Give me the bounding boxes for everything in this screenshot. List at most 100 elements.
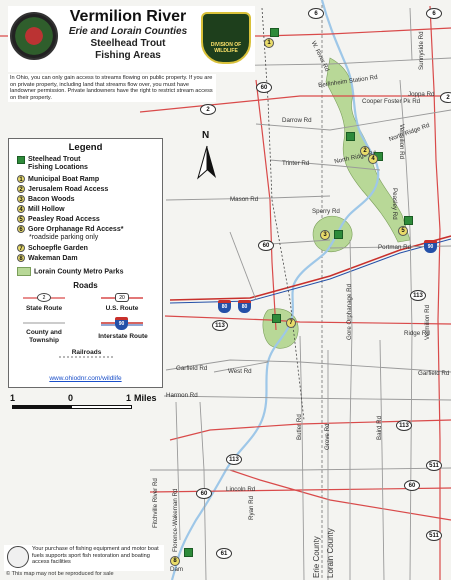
route-shield: 113	[396, 420, 412, 431]
route-shield: 113	[226, 454, 242, 465]
title-panel: Vermilion River Erie and Lorain Counties…	[8, 6, 255, 72]
road-label: Sunnyside Rd	[418, 31, 425, 70]
site-label: Jerusalem Road Access	[28, 185, 109, 193]
legend-site-symbol: Steelhead Trout	[17, 156, 81, 164]
state-route-shield-icon: 2	[37, 293, 51, 302]
site-number: 6	[17, 225, 25, 233]
map-title: Vermilion River	[69, 8, 187, 25]
road-label: Gore Orphanage Rd	[346, 283, 353, 340]
site-label: Gore Orphanage Rd Access*	[28, 225, 124, 233]
disclaimer-text: This map may not be reproduced for sale	[11, 571, 114, 577]
site-number-marker[interactable]: 5	[398, 226, 408, 236]
route-shield: 2	[200, 104, 216, 115]
fish-restoration-logo-icon	[7, 546, 29, 568]
county-label: Erie County	[312, 536, 321, 578]
us-route-shield-icon: 20	[115, 293, 129, 302]
site-label: Wakeman Dam	[28, 254, 78, 262]
access-note: In Ohio, you can only gain access to str…	[8, 74, 216, 103]
road-label: Garfield Rd	[176, 365, 208, 372]
scale-left: 1	[10, 393, 16, 403]
site-number-marker[interactable]: 8	[170, 556, 180, 566]
site-number: 8	[17, 254, 25, 262]
road-label: Grove Rd	[324, 423, 331, 450]
site-number: 4	[17, 205, 25, 213]
legend-railroads: Railroads	[71, 349, 102, 356]
road-label: Garfield Rd	[418, 370, 450, 377]
legend-site-6-note: *roadside parking only	[29, 234, 99, 241]
map-species: Steelhead Trout	[90, 38, 166, 49]
site-number: 7	[17, 244, 25, 252]
site-marker-icon	[17, 156, 25, 164]
scale-graphic	[12, 405, 132, 409]
legend-site-label-1: Steelhead Trout	[28, 156, 81, 163]
site-number: 3	[17, 195, 25, 203]
map-subject: Fishing Areas	[95, 50, 161, 61]
fishing-site-marker[interactable]	[334, 230, 343, 239]
route-shield: 113	[212, 320, 228, 331]
fishing-site-marker[interactable]	[270, 28, 279, 37]
fishing-site-marker[interactable]	[184, 548, 193, 557]
site-number-marker[interactable]: 2	[360, 146, 370, 156]
route-shield: 60	[256, 82, 272, 93]
fishing-site-marker[interactable]	[272, 314, 281, 323]
route-shield: 61	[216, 548, 232, 559]
site-number-marker[interactable]: 4	[368, 154, 378, 164]
route-shield: 60	[196, 488, 212, 499]
interstate-shield: 90	[424, 240, 437, 253]
wildlife-website-link[interactable]: www.ohiodnr.com/wildlife	[49, 375, 122, 382]
footer-note: Your purchase of fishing equipment and m…	[4, 545, 164, 571]
site-label: Mill Hollow	[28, 205, 65, 213]
legend-state-route: State Route	[25, 305, 63, 312]
scale-right: 1	[126, 393, 132, 403]
road-label: West Rd	[228, 368, 252, 375]
site-number-marker[interactable]: 1	[264, 38, 274, 48]
road-label: Portman Rd	[378, 244, 412, 251]
state-seal-icon	[10, 12, 58, 60]
road-label: Mason Rd	[230, 196, 259, 203]
road-label: Baird Rd	[376, 415, 383, 440]
site-label: Municipal Boat Ramp	[28, 175, 100, 183]
site-number: 2	[17, 185, 25, 193]
site-label: Bacon Woods	[28, 195, 75, 203]
site-number-marker[interactable]: 3	[320, 230, 330, 240]
road-label: Joppa Rd	[408, 91, 435, 98]
legend-roads-heading: Roads	[73, 281, 98, 290]
footer-text: Your purchase of fishing equipment and m…	[32, 546, 159, 565]
route-shield: 60	[404, 480, 420, 491]
site-label: Peasley Road Access	[28, 215, 100, 223]
site-number: 5	[17, 215, 25, 223]
route-shield: 511	[426, 530, 442, 541]
road-label: Sperry Rd	[312, 208, 340, 215]
legend-us-route: U.S. Route	[105, 305, 139, 312]
site-number-marker[interactable]: 7	[286, 318, 296, 328]
disclaimer: © This map may not be reproduced for sal…	[6, 571, 114, 577]
road-label: Vermilion Rd	[398, 124, 405, 160]
legend-county-township-2: Township	[29, 337, 59, 344]
road-label: Fitchville River Rd	[152, 478, 159, 528]
park-label: Lorain County Metro Parks	[34, 268, 124, 276]
county-label: Lorain County	[326, 528, 335, 578]
fishing-site-marker[interactable]	[346, 132, 355, 141]
north-label: N	[202, 130, 210, 141]
metro-park-bacon-woods	[312, 215, 353, 252]
road-label: Harmon Rd	[166, 392, 198, 399]
legend-site-symbol-2: Fishing Locations	[28, 164, 88, 171]
route-shield: 2	[440, 92, 451, 103]
road-label: Ryan Rd	[248, 495, 255, 520]
road-label: Peasley Rd	[391, 188, 398, 220]
site-number: 1	[17, 175, 25, 183]
fishing-site-marker[interactable]	[404, 216, 413, 225]
route-shield: 6	[308, 8, 324, 19]
legend-county-township-1: County and	[26, 329, 62, 336]
scale-unit: Miles	[134, 393, 157, 403]
interstate-shield-icon: 90	[115, 317, 128, 330]
scale-mid: 0	[68, 393, 74, 403]
